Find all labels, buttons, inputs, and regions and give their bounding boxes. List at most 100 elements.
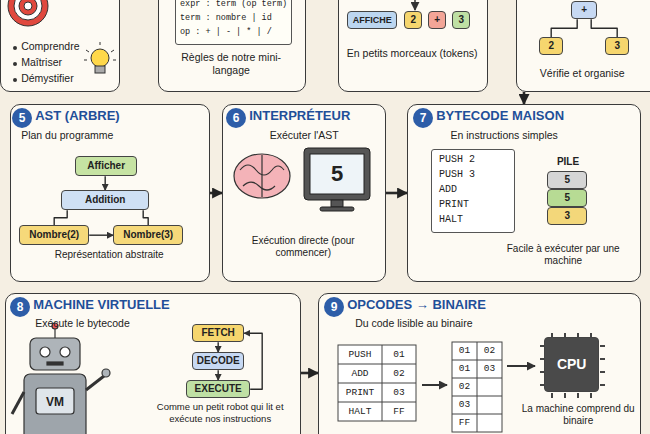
token-box: 5 [547, 171, 587, 189]
step-text: Comme un petit robot qui lit et exécute … [147, 401, 293, 424]
box-label: AFFICHE [353, 15, 392, 26]
flow-connector [143, 210, 148, 225]
token-box: 3 [452, 11, 470, 29]
opcode-table-grid [338, 345, 416, 421]
table-cell: 02 [477, 342, 502, 360]
table-cell: 03 [452, 396, 477, 414]
bullet-dot [13, 78, 17, 82]
binary-grid [452, 378, 502, 379]
cpu-pin [564, 393, 566, 398]
token-box: 5 [547, 189, 587, 207]
flow-connector [386, 192, 407, 195]
step-number: 9 [324, 297, 344, 317]
table-cell: HALT [338, 402, 382, 421]
binary-grid [452, 360, 502, 361]
robot-label: VM [36, 390, 74, 414]
table-cell: FF [452, 414, 477, 432]
token-box: 2 [539, 37, 563, 55]
code-line: term : nombre | id [180, 13, 288, 23]
box-label: 5 [564, 174, 570, 186]
step-text: Représentation abstraite [54, 249, 164, 261]
step-title: MACHINE VIRTUELLE [33, 297, 233, 313]
bullet-dot [13, 46, 17, 50]
flow-arrow [507, 365, 535, 367]
token-box: FETCH [192, 324, 244, 342]
robot-illustration [12, 392, 24, 414]
robot-illustration [60, 347, 70, 357]
brain-icon [243, 182, 275, 190]
monitor-icon [331, 200, 343, 207]
box-label: 5 [564, 192, 570, 204]
panel-fill [318, 293, 641, 434]
bullet-dot [13, 62, 17, 66]
token-box: 3 [547, 207, 587, 225]
token-box: 2 [404, 11, 422, 29]
target-icon [19, 0, 37, 15]
panel-fill [338, 0, 488, 92]
step-text: Démystifier [21, 72, 113, 85]
table-cell: 03 [382, 383, 416, 402]
cpu-pin [600, 384, 605, 386]
flow-connector [217, 370, 218, 380]
panel-fill [0, 0, 120, 92]
table-cell: PUSH [338, 345, 382, 364]
panel-fill [10, 104, 210, 282]
token-arrow [415, 0, 416, 10]
binary-grid [452, 396, 502, 397]
bullet-dot [13, 46, 17, 82]
flow-connector [301, 372, 318, 375]
lightbulb-icon [84, 42, 116, 73]
lightbulb-icon [84, 60, 87, 61]
table-cell: 03 [477, 360, 502, 378]
step-text: La machine comprend du binaire [519, 403, 637, 427]
panel-fill [516, 0, 650, 92]
box-label: Nombre(2) [29, 229, 79, 241]
step-panel: Vérifie et organise+23 [516, 0, 650, 92]
token-box: Nombre(2) [19, 225, 89, 245]
code-line: PUSH 2 [439, 154, 511, 166]
token-box: Nombre(3) [113, 225, 183, 245]
token-box: EXECUTE [186, 380, 250, 398]
brain-icon [234, 154, 290, 198]
step-title: BYTECODE MAISON [436, 108, 636, 124]
robot-illustration [86, 376, 104, 390]
binary-grid [452, 342, 502, 432]
token-box: 3 [605, 37, 629, 55]
step-panel: BYTECODE MAISONEn instructions simplesFa… [407, 104, 641, 282]
step-text: Règles de notre mini-langage [165, 51, 297, 76]
table-cell: 02 [452, 378, 477, 396]
flow-arrow [422, 384, 447, 386]
monitor-icon [310, 154, 364, 194]
robot-illustration [40, 347, 50, 357]
table-cell: 01 [452, 360, 477, 378]
robot-illustration [30, 338, 80, 370]
lightbulb-icon [91, 49, 109, 67]
opcode-table-grid [338, 345, 416, 421]
flow-connector [104, 176, 105, 190]
step-panel: INTERPRÉTEURExécuter l'ASTExécution dire… [222, 104, 386, 282]
brain-icon [234, 154, 290, 198]
token-box: + [571, 1, 597, 19]
flow-connector [210, 192, 222, 195]
lightbulb-icon [111, 50, 114, 52]
step-panel: Règles de notre mini-langageexpr : term … [158, 0, 306, 92]
box-label: + [434, 14, 440, 26]
step-panel: MACHINE VIRTUELLE Exécute le bytecodeComm… [5, 293, 301, 434]
table-cell: PRINT [338, 383, 382, 402]
flow-connector [551, 19, 577, 37]
cpu-pin [540, 333, 605, 398]
flow-connector [217, 342, 218, 352]
code-line: op : + | - | * | / [180, 27, 288, 37]
step-text: Exécute le bytecode [35, 317, 185, 330]
step-text: Maîtriser [21, 56, 113, 69]
table-cell: 01 [452, 342, 477, 360]
token-box: Afficher [75, 156, 137, 176]
step-text: Exécuter l'AST [231, 129, 377, 142]
target-icon [8, 0, 48, 26]
robot-illustration [36, 388, 74, 414]
opcode-table-grid [338, 364, 416, 365]
cpu-pin [600, 371, 605, 373]
token-box: Addition [61, 190, 149, 210]
flow-connector [89, 234, 113, 235]
step-number: 7 [413, 108, 433, 128]
